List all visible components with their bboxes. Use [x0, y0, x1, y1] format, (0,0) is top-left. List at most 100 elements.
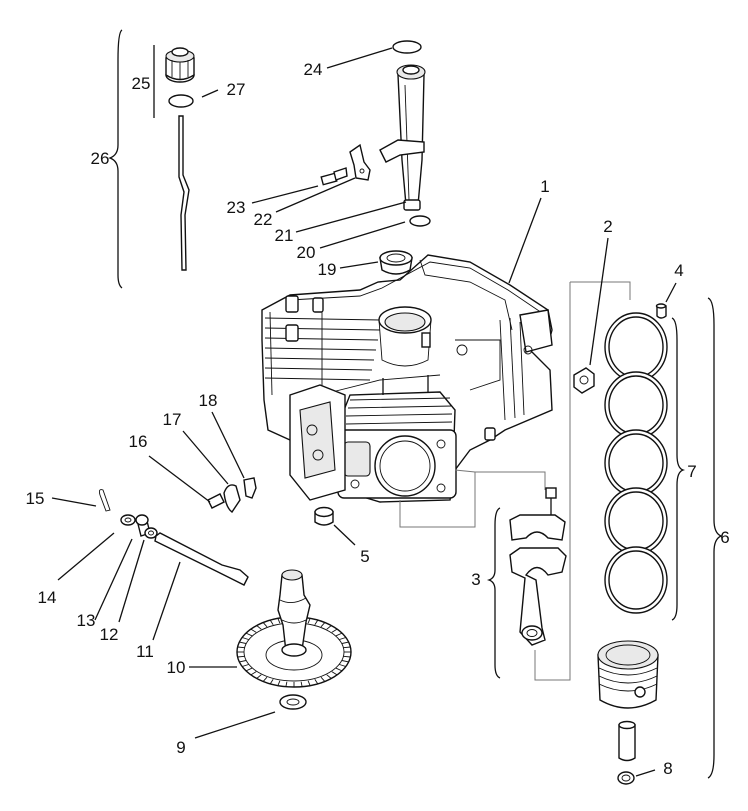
- gear-tooth: [307, 618, 311, 624]
- gear-tooth: [256, 625, 262, 630]
- gear-tooth: [339, 637, 346, 640]
- callout-5: 5: [360, 547, 369, 566]
- callout-12: 12: [100, 625, 119, 644]
- connecting-rod: [509, 487, 567, 646]
- callout-4: 4: [674, 261, 683, 280]
- dipstick-tube-assembly: [320, 40, 431, 275]
- bushing: [135, 514, 151, 537]
- gear-tooth: [250, 671, 257, 676]
- piston-ring: [604, 312, 668, 382]
- lower-cylinder-barrel: [337, 391, 457, 499]
- gear-tooth: [300, 681, 303, 687]
- callout-14: 14: [38, 588, 57, 607]
- gear-tooth: [339, 664, 346, 667]
- callout-3: 3: [471, 570, 480, 589]
- dipstick-rod: [178, 115, 190, 271]
- governor-lever: [223, 484, 241, 513]
- callout-7: 7: [687, 462, 696, 481]
- gear-tooth: [326, 674, 332, 679]
- gear-tooth: [262, 676, 268, 682]
- callout-27: 27: [227, 80, 246, 99]
- callout-2: 2: [603, 217, 612, 236]
- crankcase-cylinder-block: [261, 254, 553, 503]
- callout-6: 6: [720, 528, 729, 547]
- callout-9: 9: [176, 738, 185, 757]
- bracket-7: [671, 317, 686, 621]
- callout-11: 11: [136, 642, 154, 661]
- gear-tooth: [242, 637, 249, 640]
- cotter-pin: [98, 489, 111, 512]
- piston-ring: [604, 546, 668, 614]
- upper-cylinder-bore: [378, 306, 432, 367]
- callout-19: 19: [318, 260, 337, 279]
- piston-ring: [604, 429, 668, 497]
- gear-tooth: [256, 674, 262, 679]
- gear-tooth: [269, 679, 274, 685]
- gear-tooth: [245, 667, 253, 672]
- callout-numbers: 1 2 3 4 5 6 7 8 9 10 11 12 13 14 15 16 1…: [26, 60, 730, 778]
- gear-tooth: [245, 632, 253, 637]
- gear-tooth: [250, 628, 257, 633]
- dipstick-cap: [165, 47, 195, 83]
- dipstick-o-ring: [168, 94, 194, 108]
- dipstick-assembly: [108, 29, 195, 289]
- callout-8: 8: [663, 759, 672, 778]
- gear-tooth: [262, 622, 268, 628]
- callout-22: 22: [254, 210, 273, 229]
- gear-tooth: [341, 641, 349, 644]
- gear-tooth: [269, 619, 274, 625]
- callout-21: 21: [275, 226, 294, 245]
- gear-tooth: [277, 618, 281, 624]
- cooling-fins: [264, 310, 381, 396]
- pin-retainer: [617, 771, 635, 785]
- gear-tooth: [237, 655, 245, 658]
- piston: [597, 640, 659, 709]
- callout-23: 23: [227, 198, 246, 217]
- gear-tooth: [335, 667, 343, 672]
- camshaft-gear: [236, 569, 352, 688]
- callout-24: 24: [304, 60, 323, 79]
- gear-tooth: [277, 680, 281, 686]
- tube-bolt: [320, 167, 348, 186]
- leader-lines: [51, 47, 677, 777]
- governor-bolt: [207, 493, 225, 509]
- governor-shaft: [154, 532, 249, 586]
- callout-13: 13: [77, 611, 96, 630]
- gear-tooth: [285, 681, 288, 687]
- thrust-washer: [279, 694, 307, 710]
- tube-bracket: [349, 143, 371, 181]
- cup-plug: [314, 506, 334, 526]
- gear-tooth: [239, 641, 247, 644]
- gear-tooth: [343, 646, 351, 649]
- gear-tooth: [343, 655, 351, 658]
- bracket-6: [707, 297, 723, 779]
- tube-clamp: [379, 139, 425, 163]
- wrist-pin: [618, 720, 636, 762]
- gear-tooth: [320, 676, 326, 682]
- gear-tooth: [242, 664, 249, 667]
- plug-fitting: [573, 367, 595, 394]
- callout-25: 25: [132, 74, 151, 93]
- callout-1: 1: [540, 177, 549, 196]
- gear-tooth: [331, 671, 338, 676]
- piston-ring: [604, 487, 668, 555]
- tube-o-ring-bottom: [409, 215, 431, 227]
- gear-tooth: [320, 622, 326, 628]
- gear-tooth: [314, 679, 319, 685]
- bracket-3: [486, 507, 501, 679]
- gear-tooth: [326, 625, 332, 630]
- tube-o-ring-top: [392, 40, 422, 54]
- dowel-pin: [655, 303, 667, 319]
- callout-17: 17: [163, 410, 182, 429]
- gear-tooth: [335, 632, 343, 637]
- gear-tooth: [239, 660, 247, 663]
- governor-clip: [243, 477, 257, 499]
- bracket-26: [108, 29, 123, 289]
- callout-26: 26: [91, 149, 110, 168]
- gear-tooth: [341, 660, 349, 663]
- gear-tooth: [314, 619, 319, 625]
- piston-rings: [604, 312, 668, 614]
- callout-15: 15: [26, 489, 45, 508]
- callout-20: 20: [297, 243, 316, 262]
- gear-tooth: [307, 680, 311, 686]
